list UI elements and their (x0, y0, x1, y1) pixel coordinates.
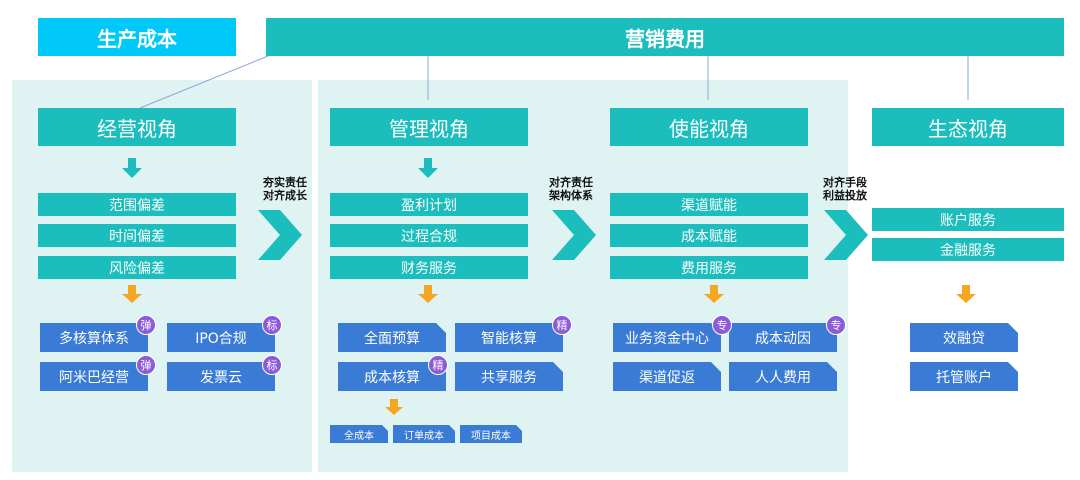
enablement-view-title: 使能视角 (610, 108, 808, 146)
invoice-cloud-card: 发票云 (167, 362, 275, 391)
badge: 精 (428, 355, 448, 375)
badge: 标 (262, 315, 282, 335)
marketing-expense-header: 营销费用 (266, 18, 1064, 56)
chevron-right-icon (552, 210, 596, 260)
relation-line: 对齐成长 (263, 189, 307, 202)
everyone-expense-card: 人人费用 (729, 362, 837, 391)
badge: 弹 (136, 355, 156, 375)
badge: 专 (826, 315, 846, 335)
cost-driver-card: 成本动因 (729, 323, 837, 352)
cost-enable-bar: 成本赋能 (610, 224, 808, 247)
relation-line: 架构体系 (549, 189, 593, 202)
financial-service-bar: 金融服务 (872, 238, 1064, 261)
relation-line: 对齐手段 (823, 176, 867, 189)
down-arrow-icon (418, 285, 438, 303)
fund-center-card: 业务资金中心 (613, 323, 721, 352)
down-arrow-icon (704, 285, 724, 303)
badge: 精 (552, 315, 572, 335)
full-cost-tag: 全成本 (330, 425, 388, 443)
relation-label: 对齐责任 架构体系 (538, 176, 604, 202)
relation-line: 利益投放 (823, 189, 867, 202)
relation-line: 夯实责任 (263, 176, 307, 189)
multi-accounting-card: 多核算体系 (40, 323, 148, 352)
ecosystem-view-title: 生态视角 (872, 108, 1064, 146)
down-arrow-icon (385, 399, 403, 415)
process-compliance-bar: 过程合规 (330, 224, 528, 247)
finance-service-bar: 财务服务 (330, 256, 528, 279)
relation-label: 对齐手段 利益投放 (812, 176, 878, 202)
down-arrow-icon (122, 158, 142, 178)
amoeba-card: 阿米巴经营 (40, 362, 148, 391)
channel-rebate-card: 渠道促返 (613, 362, 721, 391)
expense-service-bar: 费用服务 (610, 256, 808, 279)
smart-accounting-card: 智能核算 (455, 323, 563, 352)
efficient-loan-card: 效融贷 (910, 323, 1018, 352)
shared-service-card: 共享服务 (455, 362, 563, 391)
relation-label: 夯实责任 对齐成长 (252, 176, 318, 202)
chevron-right-icon (824, 210, 868, 260)
relation-line: 对齐责任 (549, 176, 593, 189)
scope-deviation-bar: 范围偏差 (38, 193, 236, 216)
ipo-compliance-card: IPO合规 (167, 323, 275, 352)
channel-enable-bar: 渠道赋能 (610, 193, 808, 216)
management-view-title: 管理视角 (330, 108, 528, 146)
chevron-right-icon (258, 210, 302, 260)
badge: 弹 (136, 315, 156, 335)
project-cost-tag: 项目成本 (460, 425, 522, 443)
full-budget-card: 全面预算 (338, 323, 446, 352)
custody-account-card: 托管账户 (910, 362, 1018, 391)
profit-plan-bar: 盈利计划 (330, 193, 528, 216)
down-arrow-icon (122, 285, 142, 303)
badge: 标 (262, 355, 282, 375)
operations-view-title: 经营视角 (38, 108, 236, 146)
badge: 专 (712, 315, 732, 335)
production-cost-header: 生产成本 (38, 18, 236, 56)
down-arrow-icon (956, 285, 976, 303)
time-deviation-bar: 时间偏差 (38, 224, 236, 247)
down-arrow-icon (418, 158, 438, 178)
account-service-bar: 账户服务 (872, 208, 1064, 231)
order-cost-tag: 订单成本 (393, 425, 455, 443)
risk-deviation-bar: 风险偏差 (38, 256, 236, 279)
